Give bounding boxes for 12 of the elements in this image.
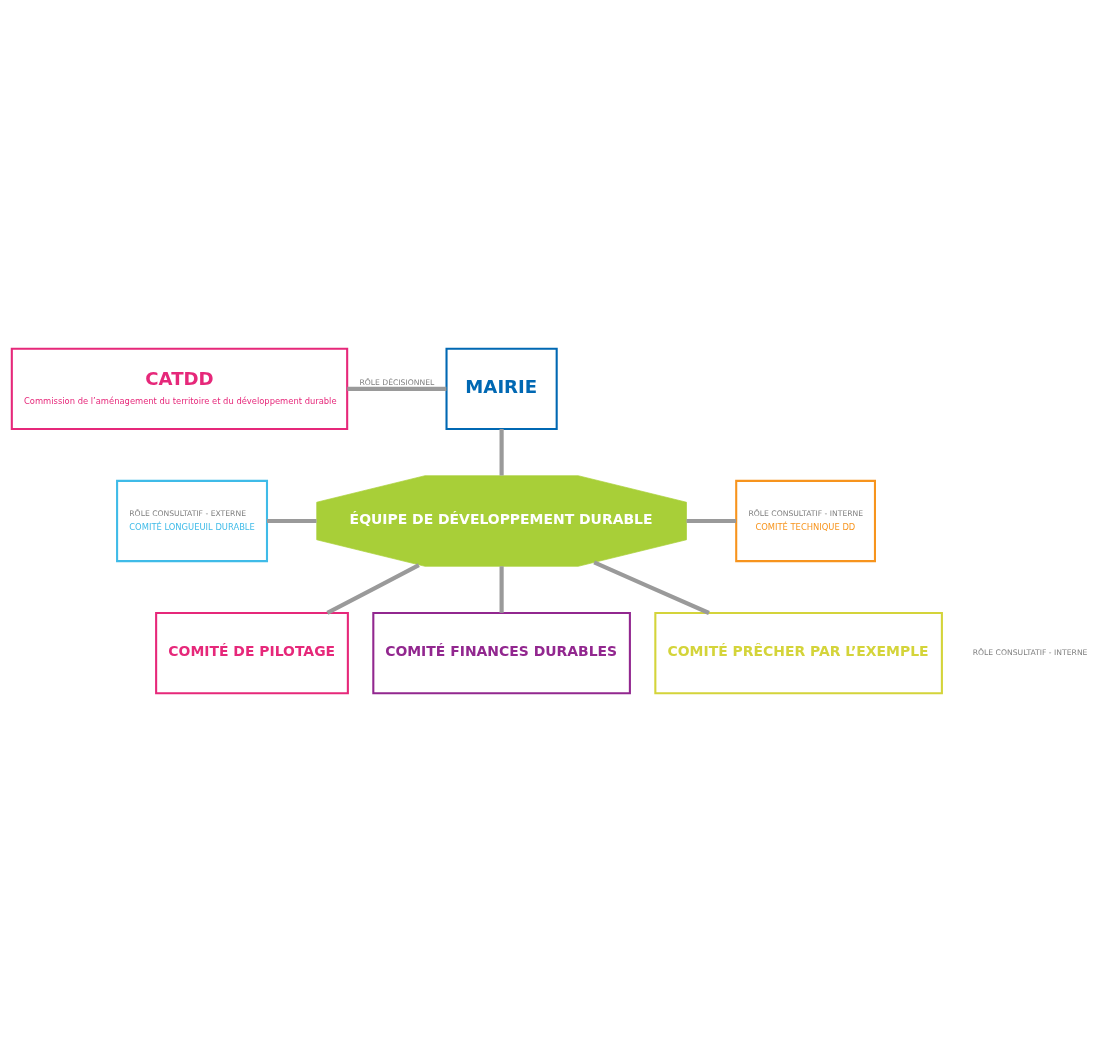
node-box: COMITÉ FINANCES DURABLES bbox=[372, 612, 631, 695]
connector bbox=[593, 560, 710, 615]
node-box: COMITÉ DE PILOTAGE bbox=[155, 612, 349, 695]
node-box: COMITÉ PRÊCHER PAR L’EXEMPLE bbox=[654, 612, 943, 695]
connector bbox=[499, 566, 504, 613]
connector bbox=[267, 518, 317, 524]
connector bbox=[499, 429, 504, 476]
connector bbox=[686, 518, 737, 524]
connector bbox=[347, 386, 447, 391]
node-box: MAIRIE bbox=[445, 347, 558, 430]
connector bbox=[326, 563, 420, 615]
node-box: CATDD Commission de l’aménagement du territoire et du développement durable bbox=[10, 347, 349, 430]
